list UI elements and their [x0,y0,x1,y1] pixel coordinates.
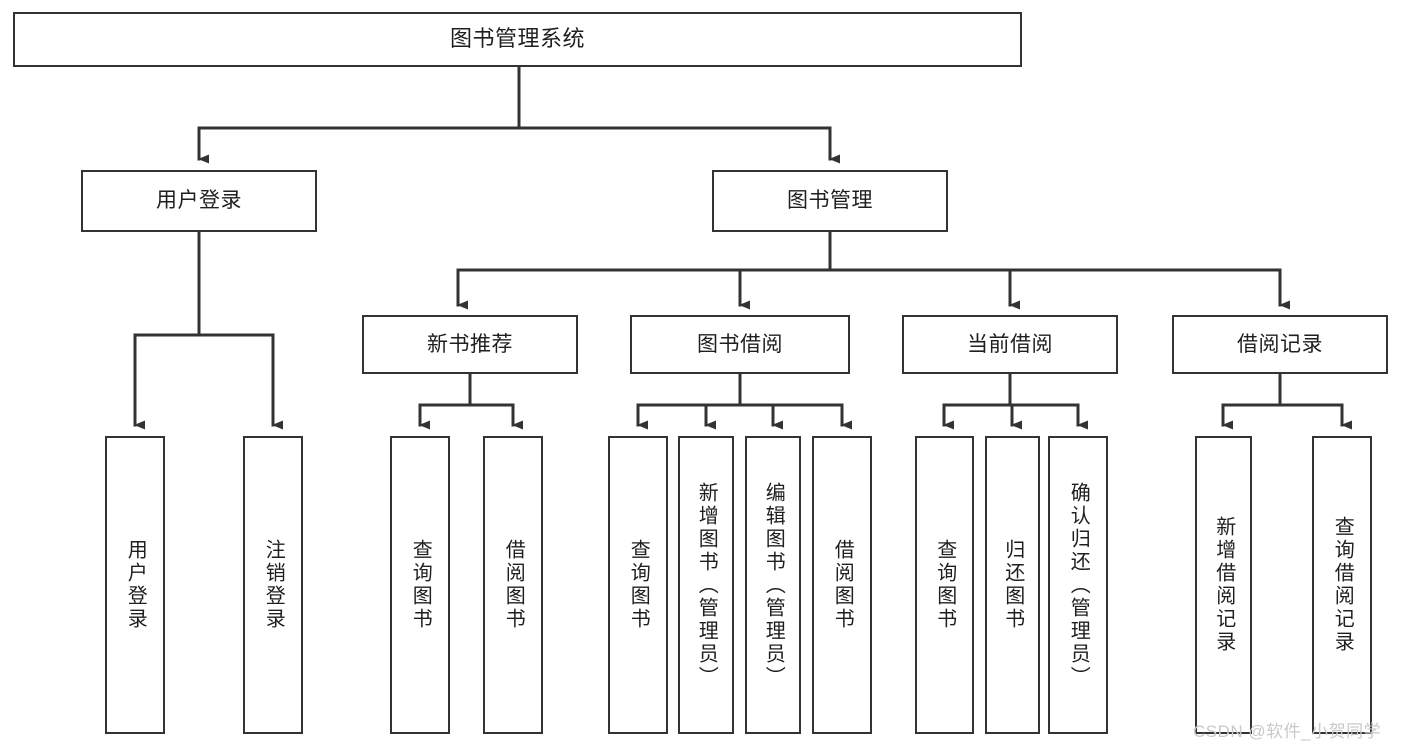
node-leaf-add-book-admin-label: 新增图书（管理员） [695,481,718,689]
node-current-borrow[interactable]: 当前借阅 [902,315,1118,374]
node-leaf-query-book-rec[interactable]: 查询图书 [390,436,450,734]
node-leaf-edit-book-admin[interactable]: 编辑图书（管理员） [745,436,801,734]
watermark: CSDN @软件_小贺同学 [1193,722,1382,741]
node-leaf-query-book-borrow[interactable]: 查询图书 [608,436,668,734]
node-borrow-record[interactable]: 借阅记录 [1172,315,1388,374]
node-new-book-rec-label: 新书推荐 [427,332,513,356]
node-book-borrow-label: 图书借阅 [697,332,783,356]
node-leaf-query-borrow-record-label: 查询借阅记录 [1331,516,1354,654]
node-book-manage-label: 图书管理 [787,189,873,213]
node-leaf-logout-login-label: 注销登录 [262,539,285,631]
node-leaf-add-borrow-record[interactable]: 新增借阅记录 [1195,436,1252,734]
node-book-manage[interactable]: 图书管理 [712,170,948,232]
node-leaf-query-book-borrow-label: 查询图书 [627,539,650,631]
node-book-borrow[interactable]: 图书借阅 [630,315,850,374]
node-leaf-add-book-admin[interactable]: 新增图书（管理员） [678,436,734,734]
node-leaf-confirm-return-admin[interactable]: 确认归还（管理员） [1048,436,1108,734]
node-leaf-borrow-book-label: 借阅图书 [831,539,854,631]
node-leaf-return-book[interactable]: 归还图书 [985,436,1040,734]
node-leaf-user-login-label: 用户登录 [124,539,147,631]
node-leaf-borrow-book[interactable]: 借阅图书 [812,436,872,734]
node-root[interactable]: 图书管理系统 [13,12,1022,67]
node-borrow-record-label: 借阅记录 [1237,332,1323,356]
node-leaf-borrow-book-rec-label: 借阅图书 [502,539,525,631]
node-leaf-query-book-rec-label: 查询图书 [409,539,432,631]
node-leaf-logout-login[interactable]: 注销登录 [243,436,303,734]
node-leaf-edit-book-admin-label: 编辑图书（管理员） [762,481,785,689]
node-leaf-query-book-current-label: 查询图书 [933,539,956,631]
node-root-label: 图书管理系统 [449,26,585,52]
node-leaf-user-login[interactable]: 用户登录 [105,436,165,734]
node-leaf-borrow-book-rec[interactable]: 借阅图书 [483,436,543,734]
node-leaf-return-book-label: 归还图书 [1001,539,1024,631]
node-leaf-query-book-current[interactable]: 查询图书 [915,436,974,734]
node-leaf-add-borrow-record-label: 新增借阅记录 [1212,516,1235,654]
node-leaf-confirm-return-admin-label: 确认归还（管理员） [1067,481,1090,689]
node-user-login-label: 用户登录 [156,189,242,213]
node-new-book-rec[interactable]: 新书推荐 [362,315,578,374]
node-leaf-query-borrow-record[interactable]: 查询借阅记录 [1312,436,1372,734]
node-user-login[interactable]: 用户登录 [81,170,317,232]
node-current-borrow-label: 当前借阅 [967,332,1053,356]
